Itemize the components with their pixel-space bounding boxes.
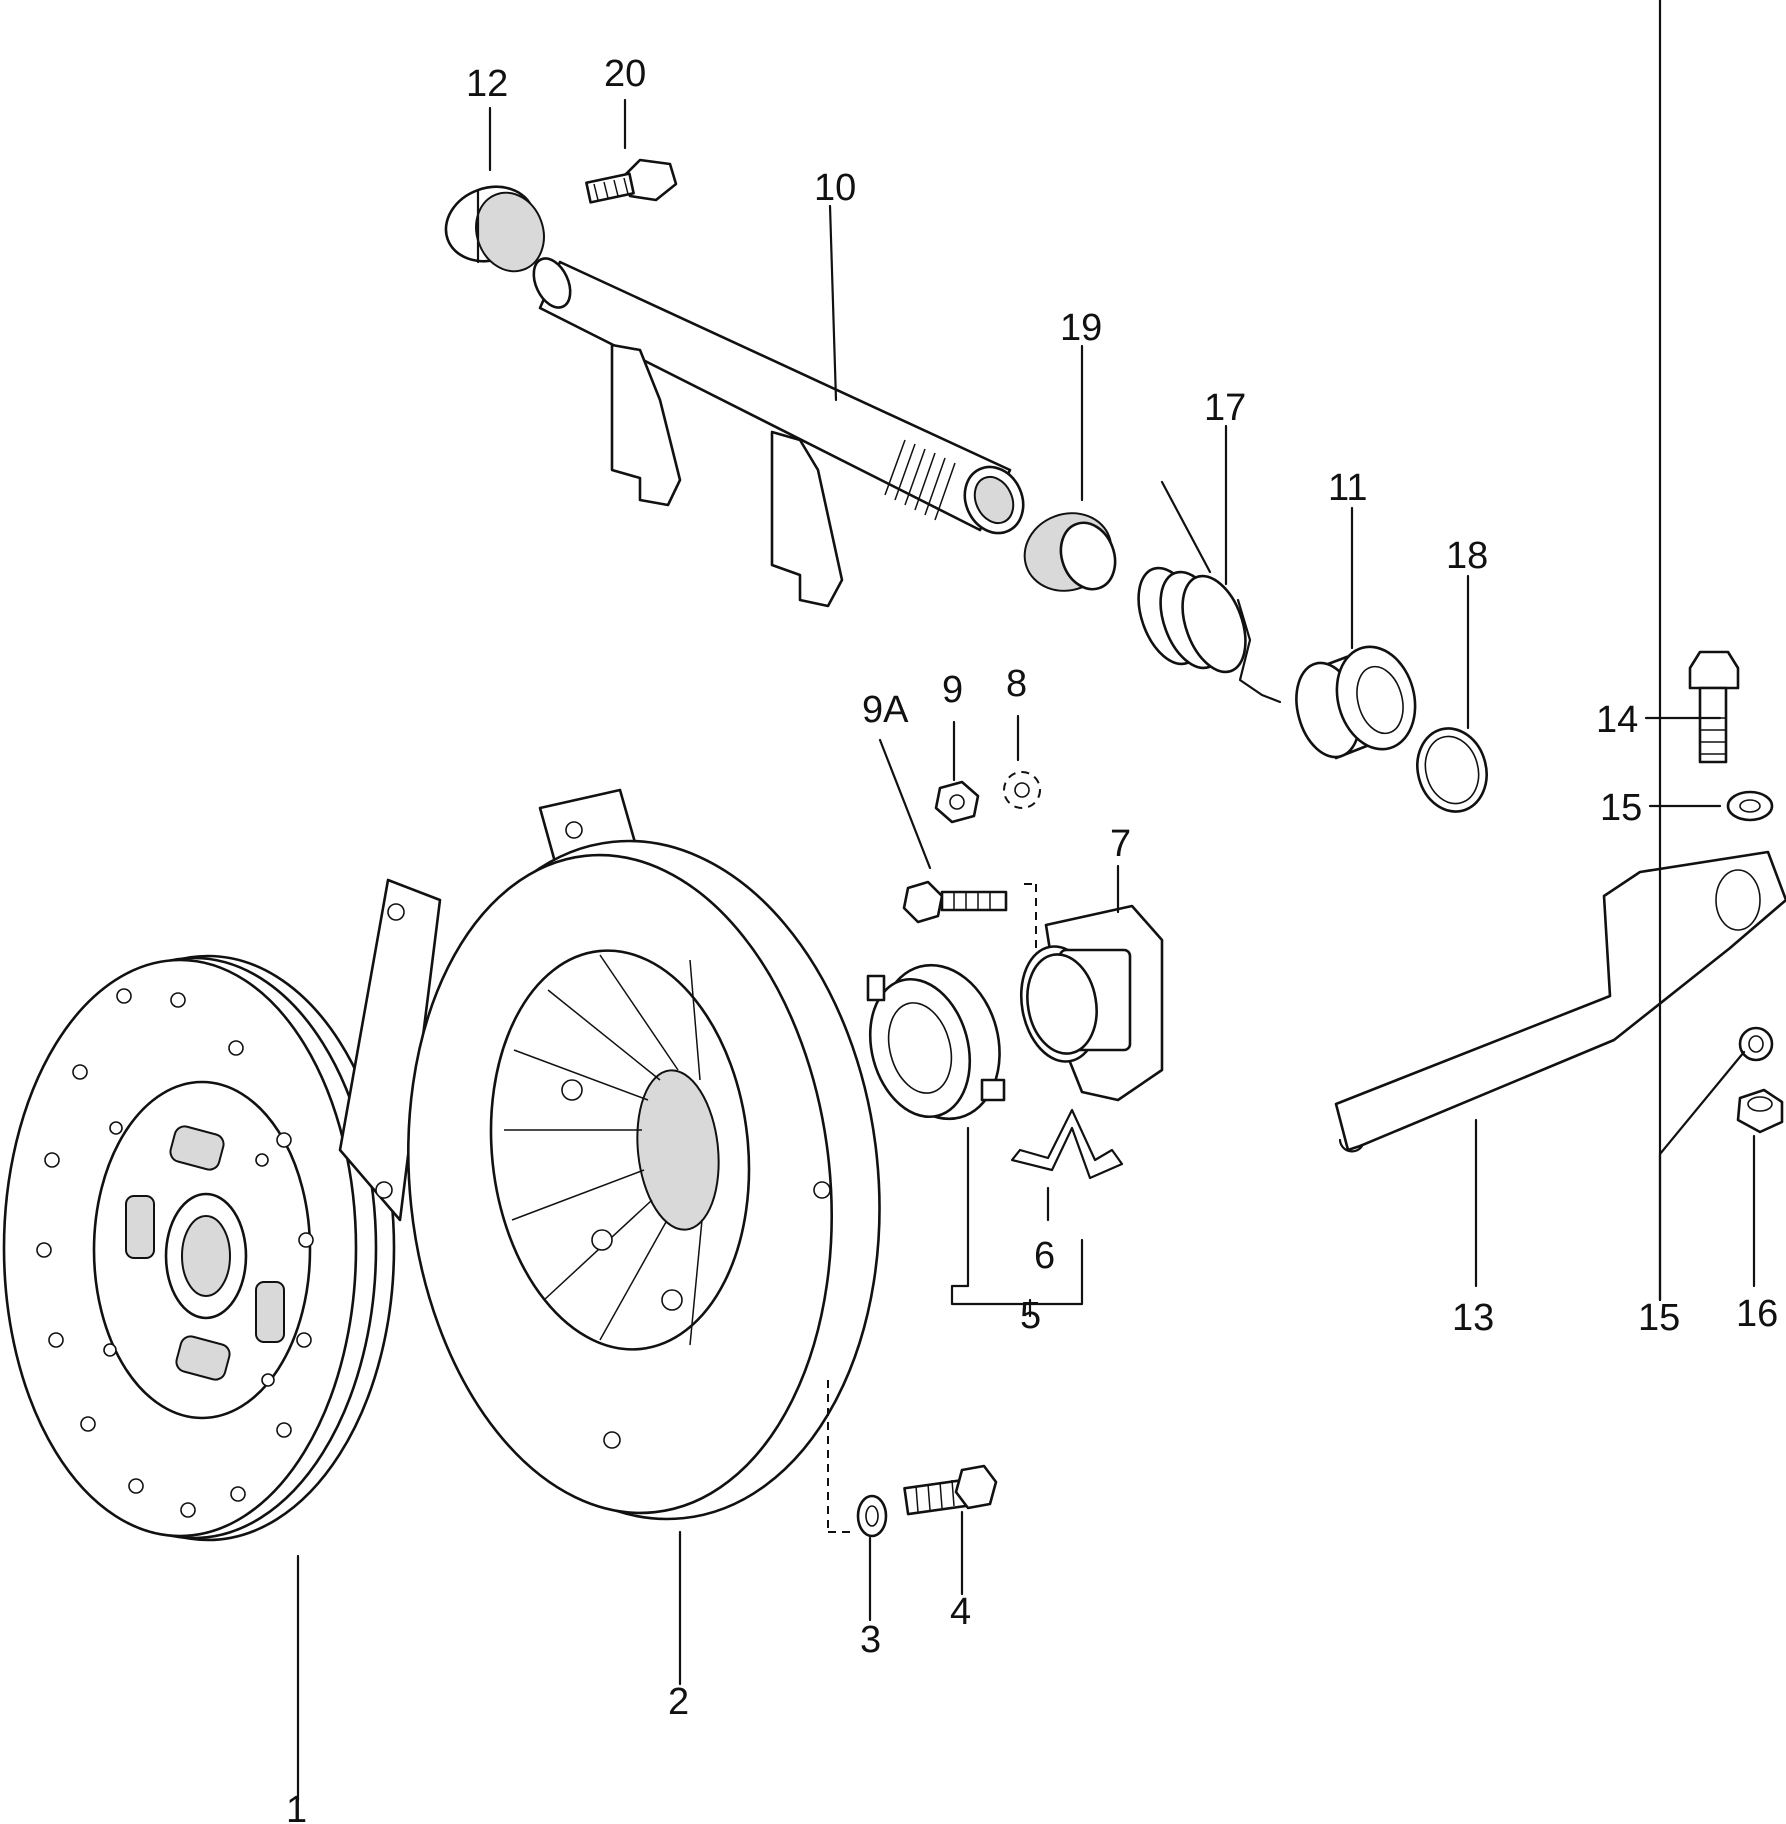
callout-15-upper: 15 bbox=[1600, 787, 1642, 829]
callout-10: 10 bbox=[814, 167, 856, 209]
part-11-bushing bbox=[1295, 645, 1417, 760]
callout-4: 4 bbox=[950, 1591, 971, 1633]
part-16-nut bbox=[1736, 1088, 1784, 1134]
part-20-bolt bbox=[585, 158, 678, 204]
callout-2: 2 bbox=[668, 1681, 689, 1723]
callout-8: 8 bbox=[1006, 663, 1027, 705]
callout-labels: 12 20 10 19 17 11 18 9A 9 8 7 14 15 6 5 … bbox=[286, 53, 1778, 1824]
callout-15-lower: 15 bbox=[1638, 1297, 1680, 1339]
callout-11: 11 bbox=[1328, 467, 1367, 509]
callout-6: 6 bbox=[1034, 1235, 1055, 1277]
callout-19: 19 bbox=[1060, 307, 1102, 349]
part-17-spring bbox=[1137, 480, 1282, 704]
callout-3: 3 bbox=[860, 1619, 881, 1661]
part-15-washer-lower bbox=[1738, 1026, 1774, 1062]
part-5-release-bearing bbox=[866, 963, 1006, 1121]
part-9-nut bbox=[934, 780, 980, 824]
part-2-pressure-plate bbox=[338, 788, 881, 1521]
part-3-lock-washer bbox=[856, 1494, 888, 1538]
part-15-washer-upper bbox=[1726, 790, 1774, 822]
callout-7: 7 bbox=[1110, 823, 1131, 865]
part-9a-bolt bbox=[902, 880, 1037, 968]
callout-5: 5 bbox=[1020, 1295, 1041, 1337]
callout-18: 18 bbox=[1446, 535, 1488, 577]
part-10-clutch-shaft bbox=[532, 257, 1025, 608]
callout-13: 13 bbox=[1452, 1297, 1494, 1339]
part-14-bolt bbox=[1688, 650, 1740, 764]
callout-16: 16 bbox=[1736, 1293, 1778, 1335]
callout-12: 12 bbox=[466, 63, 508, 105]
part-7-guide-sleeve bbox=[1019, 904, 1164, 1102]
part-13-lever bbox=[1334, 850, 1786, 1153]
callout-17: 17 bbox=[1204, 387, 1246, 429]
part-12-bushing bbox=[444, 185, 545, 273]
callout-9: 9 bbox=[942, 669, 963, 711]
callout-20: 20 bbox=[604, 53, 646, 95]
leader-lines bbox=[296, 0, 1756, 1802]
part-8-star-washer bbox=[1003, 771, 1041, 809]
callout-9a: 9A bbox=[862, 689, 909, 731]
part-1-clutch-disc bbox=[2, 954, 396, 1542]
callout-14: 14 bbox=[1596, 699, 1638, 741]
part-6-retaining-spring bbox=[1010, 1108, 1124, 1180]
part-19-bushing bbox=[1023, 512, 1117, 592]
part-4-bolt bbox=[903, 1464, 998, 1516]
part-18-circlip bbox=[1416, 727, 1488, 813]
callout-1: 1 bbox=[286, 1789, 307, 1824]
